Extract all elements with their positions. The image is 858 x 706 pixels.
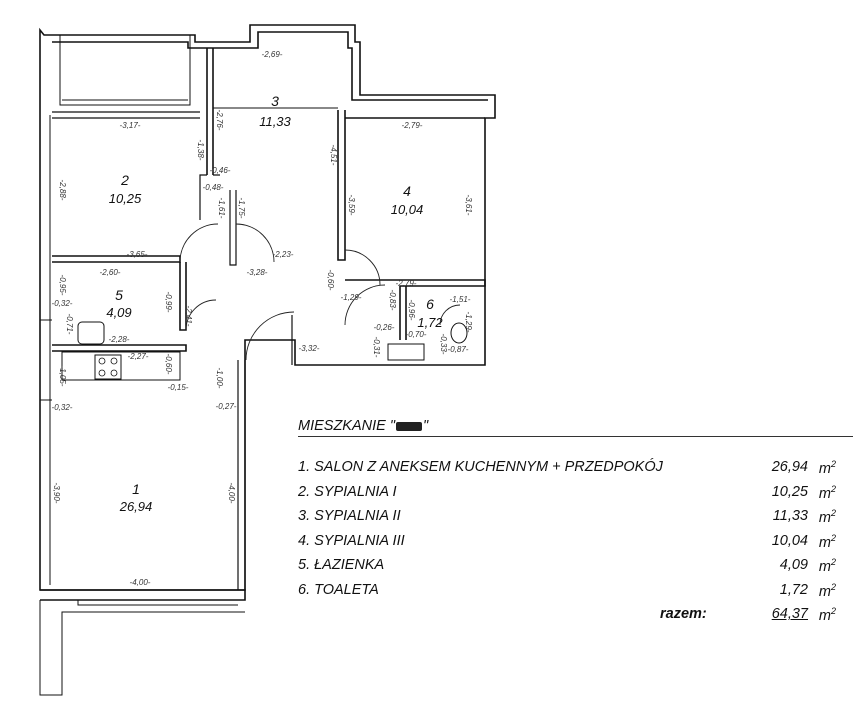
unit: m2 xyxy=(818,508,836,526)
unit: m2 xyxy=(818,459,836,477)
room-number: 3 xyxy=(271,93,279,109)
quote-open: " xyxy=(389,418,396,434)
dimension-label: -2,79- xyxy=(402,121,423,130)
room-value: 1,72 xyxy=(779,581,808,598)
room-number: 2 xyxy=(120,172,129,188)
dimension-label: -0,95- xyxy=(58,275,67,296)
room-area: 10,04 xyxy=(391,202,424,217)
dimension-label: -0,27- xyxy=(216,402,237,411)
dimension-label: -2,60- xyxy=(100,268,121,277)
room-number: 4 xyxy=(403,183,411,199)
dimension-label: -0,33- xyxy=(439,334,448,355)
dimension-label: -1,51- xyxy=(450,295,471,304)
legend-row: 6. TOALETA 1,72 m2 xyxy=(298,582,838,607)
dimension-label: -3,65- xyxy=(127,250,148,259)
room-value: 10,25 xyxy=(771,483,808,500)
dimension-label: -2,27- xyxy=(128,352,149,361)
dimension-label: -2,28- xyxy=(109,335,130,344)
room-value: 10,04 xyxy=(771,532,808,549)
room-area: 4,09 xyxy=(106,305,131,320)
dimension-label: -0,60- xyxy=(164,354,173,375)
dimension-label: -2,41- xyxy=(184,306,193,327)
dimension-label: -1,00- xyxy=(215,368,224,389)
dimension-label: -2,88- xyxy=(58,180,67,201)
dimension-label: -1,29- xyxy=(464,312,473,333)
room-number: 1 xyxy=(132,481,140,497)
dimensions: -2,69- -2,76- -3,17- -2,79- -1,38- -4,51… xyxy=(52,50,473,587)
room-number: 6 xyxy=(426,296,434,312)
unit: m2 xyxy=(818,532,836,551)
room-area: 26,94 xyxy=(119,499,153,514)
dimension-label: -0,48- xyxy=(203,183,224,192)
dimension-label: -3,28- xyxy=(247,268,268,277)
dimension-label: -1,38- xyxy=(196,140,205,161)
dimension-label: -4,00- xyxy=(227,483,236,504)
legend-row: 1. SALON Z ANEKSEM KUCHENNYM + PRZEDPOKÓ… xyxy=(298,459,838,484)
dimension-label: -2,76- xyxy=(215,110,224,131)
walls xyxy=(39,24,496,696)
dimension-label: -0,60- xyxy=(326,270,335,291)
dimension-label: -0,32- xyxy=(52,299,73,308)
dimension-label: -3,59- xyxy=(347,195,356,216)
dimension-label: -0,71- xyxy=(65,314,74,335)
dimension-label: -2,79- xyxy=(396,279,417,288)
dimension-label: -2,23- xyxy=(273,250,294,259)
legend-row: 2. SYPIALNIA I 10,25 m2 xyxy=(298,484,838,509)
dimension-label: -0,70- xyxy=(406,330,427,339)
room-label: 3. SYPIALNIA II xyxy=(298,508,401,524)
legend-total-row: razem: 64,37 m2 xyxy=(298,606,838,631)
dimension-label: -4,51- xyxy=(329,145,338,166)
room-area: 11,33 xyxy=(259,114,291,129)
room-value: 4,09 xyxy=(779,557,808,573)
area-legend: MIESZKANIE " " 1. SALON Z ANEKSEM KUCHENN… xyxy=(298,418,853,631)
room-label: 1. SALON Z ANEKSEM KUCHENNYM + PRZEDPOKÓ… xyxy=(298,459,663,475)
unit: m2 xyxy=(818,606,836,624)
dimension-label: -3,32- xyxy=(299,344,320,353)
dimension-label: -1,61- xyxy=(217,198,226,219)
room-label: 5. ŁAZIENKA xyxy=(298,557,385,573)
dimension-label: -0,46- xyxy=(210,166,231,175)
room-area: 10,25 xyxy=(109,191,142,206)
unit: m2 xyxy=(818,483,836,502)
room-number: 5 xyxy=(115,287,123,303)
door-swings xyxy=(179,223,461,361)
legend-row: 3. SYPIALNIA II 11,33 m2 xyxy=(298,508,838,533)
room-value: 26,94 xyxy=(771,459,808,475)
dimension-label: -0,99- xyxy=(164,292,173,313)
total-value: 64,37 xyxy=(771,606,808,622)
unit: m2 xyxy=(818,557,836,575)
dimension-label: -3,61- xyxy=(464,195,473,216)
dimension-label: -0,31- xyxy=(372,337,381,358)
total-label: razem: xyxy=(660,606,707,622)
unit: m2 xyxy=(818,581,836,600)
dimension-label: -1,29- xyxy=(341,293,362,302)
dimension-label: -0,83- xyxy=(388,290,397,311)
dimension-label: -1,05- xyxy=(58,366,67,387)
dimension-label: -0,87- xyxy=(448,345,469,354)
room-area: 1,72 xyxy=(417,315,443,330)
dimension-label: -0,15- xyxy=(168,383,189,392)
dimension-label: -3,90- xyxy=(52,483,61,504)
room-label: 6. TOALETA xyxy=(298,581,379,598)
legend-title: MIESZKANIE " " xyxy=(298,418,853,437)
quote-close: " xyxy=(423,418,429,434)
dimension-label: -1,75- xyxy=(237,198,246,219)
dimension-label: -3,17- xyxy=(120,121,141,130)
dimension-label: -2,69- xyxy=(262,50,283,59)
room-value: 11,33 xyxy=(772,508,808,524)
redaction-mark xyxy=(396,421,423,431)
dimension-label: -0,32- xyxy=(52,403,73,412)
legend-row: 4. SYPIALNIA III 10,04 m2 xyxy=(298,533,838,558)
legend-row: 5. ŁAZIENKA 4,09 m2 xyxy=(298,557,838,582)
dimension-label: -4,00- xyxy=(130,578,151,587)
room-label: 4. SYPIALNIA III xyxy=(298,532,405,549)
room-label: 2. SYPIALNIA I xyxy=(298,483,397,500)
dimension-label: -0,96- xyxy=(407,300,416,321)
dimension-label: -0,26- xyxy=(374,323,395,332)
legend-title-text: MIESZKANIE xyxy=(298,418,386,434)
